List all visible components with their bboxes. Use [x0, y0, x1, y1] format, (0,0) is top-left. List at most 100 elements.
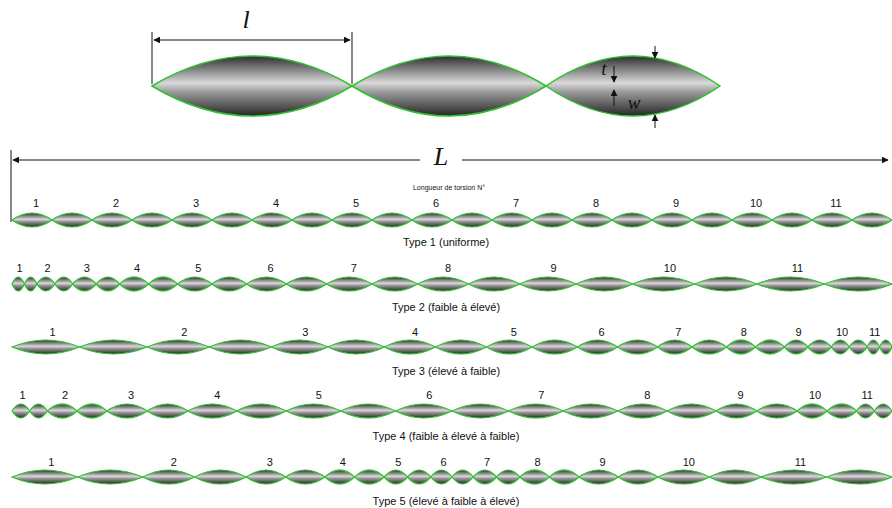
tape-segment — [96, 277, 119, 291]
tape-segment — [12, 213, 52, 227]
type-caption: Type 5 (élevé à faible à élevé) — [373, 496, 520, 507]
tape-segment — [716, 404, 757, 418]
twist-number: 8 — [445, 263, 451, 274]
tape-segment — [492, 213, 532, 227]
twist-number: 8 — [534, 457, 540, 468]
tape-segment — [372, 277, 418, 291]
twist-number: 4 — [273, 198, 279, 209]
tape-segment — [120, 277, 149, 291]
type-caption: Type 4 (faible à élevé à faible) — [373, 431, 520, 442]
tape-segment — [827, 404, 857, 418]
tape-segment — [695, 277, 757, 291]
twist-number: 5 — [395, 457, 401, 468]
tape-segment — [149, 277, 178, 291]
tape-segment — [520, 277, 577, 291]
dimension-label: t — [601, 59, 606, 78]
dimension-label: l — [242, 7, 249, 33]
length-dimension — [152, 32, 352, 84]
twist-number: 7 — [538, 390, 544, 401]
tape-segment — [772, 213, 812, 227]
tape-segment — [431, 470, 452, 484]
tape-segment — [326, 277, 372, 291]
twisted-tape-detail — [152, 56, 720, 116]
tape-segment — [808, 340, 831, 354]
twist-number: 3 — [193, 198, 199, 209]
tape-segment — [325, 470, 355, 484]
axis-heading: Longueur de torsion N° — [413, 184, 485, 191]
tape-segment — [143, 470, 195, 484]
twist-number: 2 — [62, 390, 68, 401]
twist-number: 6 — [440, 457, 446, 468]
twist-number: 10 — [836, 327, 848, 338]
tape-segment — [246, 277, 286, 291]
type-caption: Type 1 (uniforme) — [403, 237, 489, 248]
twist-number: 10 — [809, 390, 821, 401]
tape-segment — [849, 340, 867, 354]
tape-segment — [652, 213, 692, 227]
tape-segment — [209, 340, 271, 354]
tape-segment — [532, 213, 572, 227]
tape-segment — [73, 277, 96, 291]
twist-number: 3 — [128, 390, 134, 401]
twist-number: 11 — [830, 198, 841, 209]
tape-segment — [147, 340, 209, 354]
twist-number: 4 — [340, 457, 346, 468]
tape-segment — [874, 404, 892, 418]
twist-number: 7 — [675, 327, 681, 338]
twist-number: 6 — [433, 198, 439, 209]
tape-segment — [328, 340, 385, 354]
tape-segment — [47, 404, 77, 418]
tape-segment — [486, 340, 532, 354]
twist-number: 5 — [353, 198, 359, 209]
tape-segment — [12, 470, 77, 484]
tape-segment — [55, 277, 73, 291]
tape-segment — [784, 340, 807, 354]
tape-segment — [30, 404, 48, 418]
twist-number: 10 — [750, 198, 762, 209]
twist-number: 7 — [513, 198, 519, 209]
tape-segment — [412, 213, 452, 227]
tape-segment — [852, 213, 892, 227]
tape-segment — [710, 470, 762, 484]
dimension-label: w — [628, 93, 641, 112]
tape-segment — [237, 404, 286, 418]
width-dimension — [655, 46, 656, 128]
tape-segment — [633, 277, 695, 291]
twist-number: 4 — [214, 390, 220, 401]
twist-number: 6 — [267, 263, 273, 274]
twist-number: 9 — [737, 390, 743, 401]
tape-segment — [77, 404, 107, 418]
tape-segment — [549, 470, 579, 484]
twist-number: 1 — [48, 457, 54, 468]
tape-segment — [435, 340, 486, 354]
tape-segment — [496, 470, 519, 484]
tape-segment — [292, 213, 332, 227]
tape-segment — [332, 213, 372, 227]
tape-segment — [857, 404, 875, 418]
tape-segment — [77, 470, 142, 484]
tape-segment — [452, 213, 492, 227]
tape-segment — [92, 213, 132, 227]
twist-number: 1 — [20, 390, 26, 401]
type-caption: Type 3 (élevé à faible) — [392, 366, 500, 377]
tape-segment — [469, 277, 520, 291]
twist-number: 11 — [869, 327, 880, 338]
tape-segment — [172, 213, 212, 227]
tape-segment — [12, 340, 80, 354]
tape-segment — [408, 470, 431, 484]
tape-segment — [355, 470, 385, 484]
tape-segment — [867, 340, 879, 354]
twist-number: 8 — [741, 327, 747, 338]
twist-number: 3 — [84, 263, 90, 274]
tape-segment — [812, 213, 852, 227]
tape-segment — [188, 404, 237, 418]
type-caption: Type 2 (faible à élevé) — [392, 302, 500, 313]
thickness-dimension — [614, 66, 615, 106]
tape-segment — [831, 340, 849, 354]
tape-segment — [286, 470, 325, 484]
tape-segment — [24, 277, 36, 291]
tape-segment — [520, 470, 550, 484]
twist-number: 11 — [792, 263, 803, 274]
twist-number: 5 — [195, 263, 201, 274]
twist-number: 7 — [484, 457, 490, 468]
